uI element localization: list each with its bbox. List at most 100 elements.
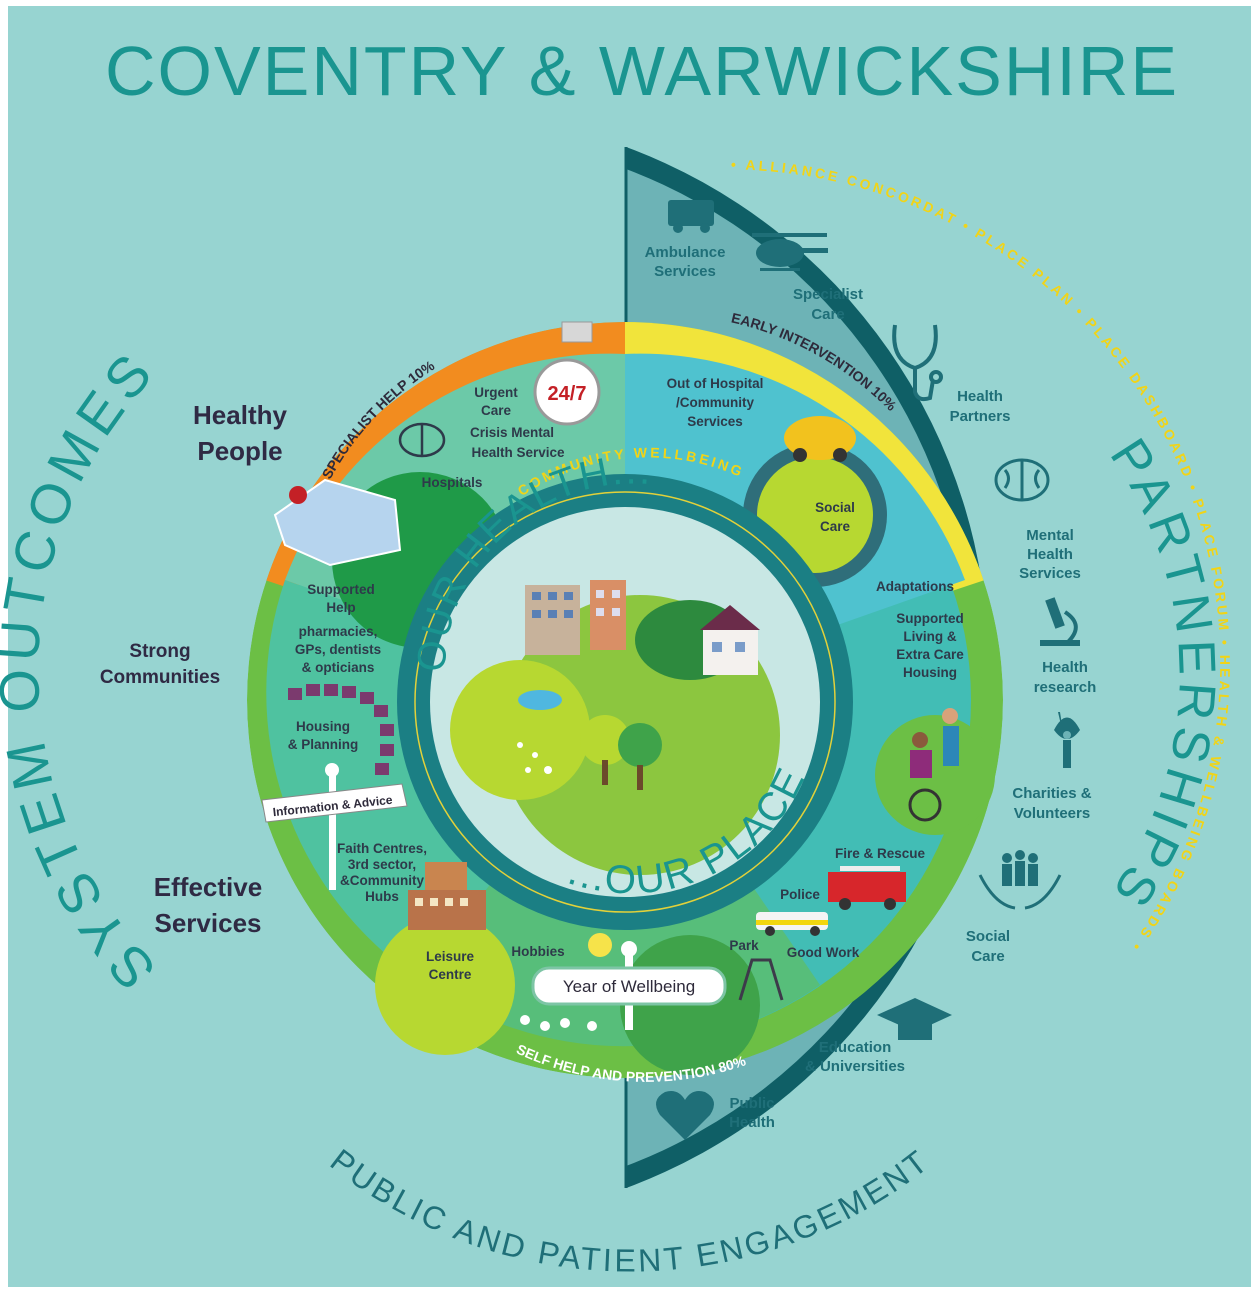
svg-text:research: research (1034, 679, 1097, 696)
svg-text:Services: Services (654, 263, 716, 280)
svg-text:Health: Health (1027, 546, 1073, 563)
clock-badge: 24/7 (533, 321, 601, 426)
label-police: Police (780, 887, 820, 902)
year-of-wellbeing-sign: Year of Wellbeing (531, 941, 727, 1030)
svg-text:Faith Centres,: Faith Centres, (337, 841, 427, 856)
label-supported-help: Supported Help (307, 582, 375, 615)
svg-text:Healthy: Healthy (193, 400, 287, 430)
label-faith-centres: Faith Centres, 3rd sector, &Community Hu… (337, 841, 427, 904)
svg-text:Education: Education (819, 1039, 892, 1056)
partner-mental-health: Mental Health Services (994, 458, 1081, 582)
partner-specialist-care: Specialist Care (752, 233, 863, 323)
supported-living-hill (875, 715, 995, 835)
svg-text:Care: Care (811, 306, 844, 323)
family-hands-icon (978, 850, 1062, 910)
svg-text:/Community: /Community (676, 395, 754, 410)
ambulance-icon (668, 200, 714, 233)
svg-text:Services: Services (155, 908, 262, 938)
fire-engine (828, 866, 906, 910)
svg-text:People: People (197, 436, 282, 466)
label-pharmacies: pharmacies, GPs, dentists & opticians (295, 624, 381, 675)
hospital-building (273, 478, 402, 567)
svg-text:Communities: Communities (100, 667, 220, 688)
brain-icon (398, 422, 446, 458)
svg-text:pharmacies,: pharmacies, (299, 624, 378, 639)
community-ring-inner-line (414, 491, 836, 913)
police-car (756, 912, 828, 936)
svg-text:Crisis Mental: Crisis Mental (470, 425, 554, 440)
svg-text:Care: Care (820, 519, 851, 534)
information-advice-sign: Information & Advice (261, 763, 408, 890)
svg-text:3rd sector,: 3rd sector, (348, 857, 416, 872)
partner-education: Education & Universities (805, 998, 952, 1075)
svg-text:Volunteers: Volunteers (1014, 805, 1090, 822)
svg-text:& Universities: & Universities (805, 1058, 905, 1075)
svg-text:Extra Care: Extra Care (896, 647, 964, 662)
leisure-hill (375, 915, 515, 1055)
svg-text:Services: Services (687, 414, 743, 429)
community-hub-building (408, 862, 486, 930)
stethoscope-icon (892, 324, 943, 402)
svg-text:Ambulance: Ambulance (645, 244, 726, 261)
swing-set (738, 958, 784, 1001)
houses-ring (288, 684, 394, 775)
svg-text:Hubs: Hubs (365, 889, 399, 904)
microscope-icon (1040, 597, 1080, 646)
tree-2 (618, 723, 662, 767)
svg-text:Social: Social (966, 928, 1010, 945)
svg-text:Housing: Housing (903, 665, 957, 680)
outcome-strong-communities: Strong Communities (100, 641, 220, 688)
svg-text:Care: Care (971, 948, 1004, 965)
hand-heart-icon (1054, 712, 1080, 768)
graduation-cap-icon (877, 998, 952, 1040)
flowers (520, 1015, 597, 1031)
svg-text:Effective: Effective (154, 872, 262, 902)
svg-text:Supported: Supported (307, 582, 375, 597)
svg-text:Public: Public (729, 1095, 774, 1112)
label-leisure-centre: Leisure Centre (426, 949, 475, 982)
clock-text: 24/7 (548, 383, 587, 405)
tower-block-left (525, 585, 580, 655)
svg-text:Social: Social (815, 500, 855, 515)
helicopter-icon (752, 233, 828, 271)
svg-text:GPs, dentists: GPs, dentists (295, 642, 381, 657)
svg-text:Partners: Partners (950, 408, 1011, 425)
label-housing: Housing & Planning (288, 719, 359, 752)
svg-text:Strong: Strong (129, 641, 190, 662)
svg-text:Centre: Centre (429, 967, 472, 982)
heart-icon (656, 1091, 714, 1140)
label-park: Park (729, 938, 759, 953)
pond (518, 690, 562, 710)
label-urgent-care: Urgent Care (474, 385, 518, 418)
sun-icon (588, 933, 612, 957)
label-social-care-inner: Social Care (815, 500, 855, 534)
year-of-wellbeing-text: Year of Wellbeing (563, 977, 695, 996)
partner-health-research: Health research (1034, 597, 1097, 696)
partner-health-partners: Health Partners (892, 324, 1011, 425)
page-title: COVENTRY & WARWICKSHIRE (105, 32, 1179, 110)
svg-text:Supported: Supported (896, 611, 964, 626)
svg-text:Living &: Living & (903, 629, 956, 644)
label-adaptations: Adaptations (876, 579, 954, 594)
svg-text:&Community: &Community (340, 873, 424, 888)
label-out-of-hospital: Out of Hospital /Community Services (667, 376, 764, 429)
svg-text:Care: Care (481, 403, 512, 418)
svg-text:Specialist: Specialist (793, 286, 863, 303)
svg-text:Mental: Mental (1026, 527, 1074, 544)
wheelchair-people (908, 708, 959, 822)
svg-text:Health: Health (957, 388, 1003, 405)
partner-social-care: Social Care (966, 850, 1062, 965)
label-crisis-mental: Crisis Mental Health Service (398, 422, 565, 460)
tower-block-right (590, 580, 626, 650)
partner-public-health: Public Health (656, 1091, 775, 1140)
outcome-effective-services: Effective Services (154, 872, 262, 938)
label-hobbies: Hobbies (511, 944, 564, 959)
centre-illustration (450, 580, 780, 875)
house (700, 605, 760, 675)
partner-ambulance: Ambulance Services (645, 200, 726, 280)
svg-text:Leisure: Leisure (426, 949, 475, 964)
outcome-healthy-people: Healthy People (193, 400, 287, 466)
brain-icon (994, 458, 1050, 502)
svg-text:Housing: Housing (296, 719, 350, 734)
